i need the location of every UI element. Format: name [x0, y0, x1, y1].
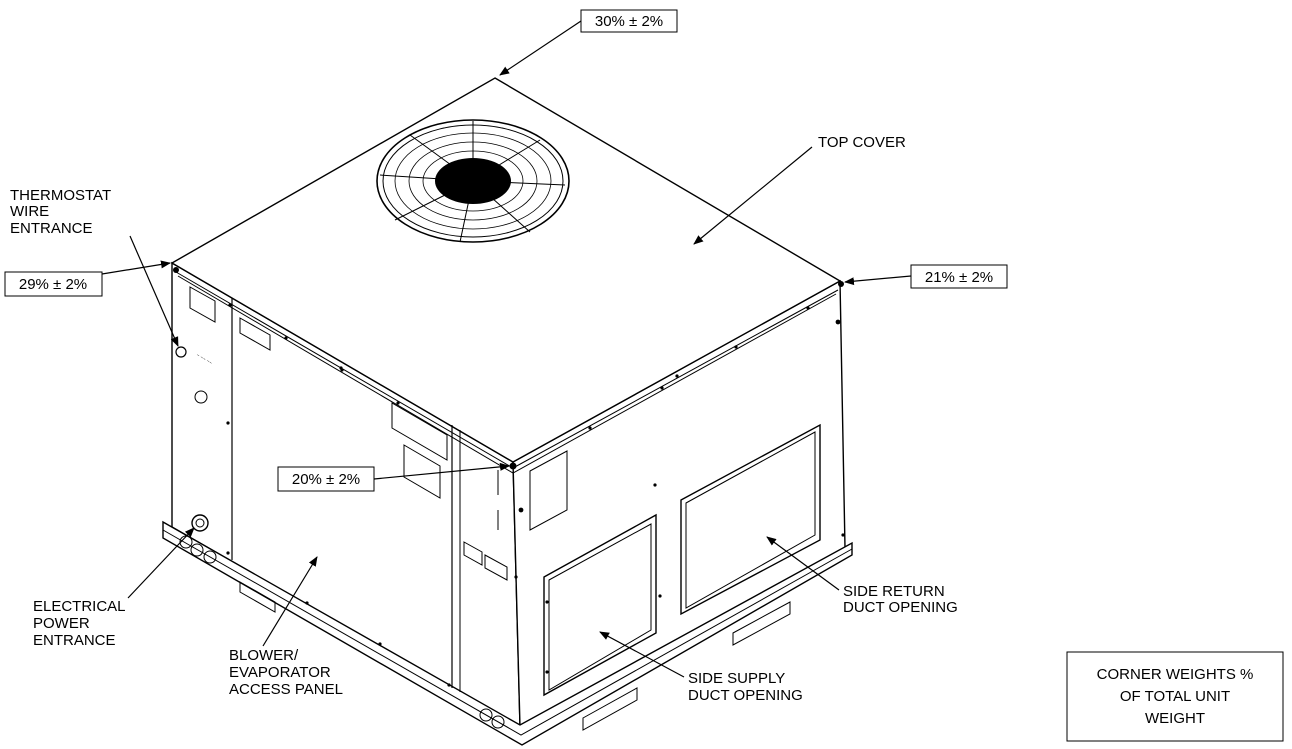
electrical-label-line2: POWER [33, 615, 90, 632]
blower-label-line2: EVAPORATOR [229, 664, 331, 681]
electrical-label-line3: ENTRANCE [33, 632, 116, 649]
top-cover-label: TOP COVER [818, 134, 906, 151]
blower-label-line1: BLOWER/ [229, 647, 299, 664]
legend-line3: WEIGHT [1145, 710, 1205, 727]
label-thermostat-wire-entrance: THERMOSTAT WIRE ENTRANCE [10, 187, 179, 347]
side-return-label-line2: DUCT OPENING [843, 599, 958, 616]
blower-label-line3: ACCESS PANEL [229, 681, 343, 698]
thermostat-label-line3: ENTRANCE [10, 220, 93, 237]
legend-line2: OF TOTAL UNIT [1120, 688, 1230, 705]
thermostat-wire-entrance [175, 346, 187, 358]
side-supply-duct-opening [543, 513, 657, 697]
callout-right-corner: 21% ± 2% [844, 264, 1008, 289]
corner-weights-legend: CORNER WEIGHTS % OF TOTAL UNIT WEIGHT [1066, 651, 1284, 742]
side-return-label-line1: SIDE RETURN [843, 583, 945, 600]
front-corner-weight: 20% ± 2% [292, 471, 360, 488]
side-return-duct-opening [680, 423, 821, 616]
right-corner-weight: 21% ± 2% [925, 269, 993, 286]
unit-base-rail [162, 520, 853, 746]
right-face-plate [529, 450, 568, 531]
electrical-power-entrance [191, 514, 209, 532]
callout-top-corner: 30% ± 2% [499, 9, 678, 76]
side-supply-label-line1: SIDE SUPPLY [688, 670, 785, 687]
fan-motor-hub [435, 158, 511, 204]
unit-top-cover [170, 77, 842, 463]
legend-line1: CORNER WEIGHTS % [1097, 666, 1254, 683]
unit-body: ~ ~~ ~~ [162, 77, 853, 746]
condenser-fan-grille [376, 119, 570, 243]
label-blower-access-panel: BLOWER/ EVAPORATOR ACCESS PANEL [229, 556, 343, 698]
side-supply-label-line2: DUCT OPENING [688, 687, 803, 704]
top-corner-weight: 30% ± 2% [595, 13, 663, 30]
label-side-return-duct: SIDE RETURN DUCT OPENING [766, 536, 958, 616]
callout-left-corner: 29% ± 2% [4, 260, 171, 297]
left-corner-weight: 29% ± 2% [19, 276, 87, 293]
electrical-label-line1: ELECTRICAL [33, 598, 126, 615]
label-top-cover: TOP COVER [693, 134, 906, 245]
label-electrical-power-entrance: ELECTRICAL POWER ENTRANCE [33, 527, 195, 649]
callout-front-corner: 20% ± 2% [277, 462, 510, 492]
thermostat-label-line1: THERMOSTAT [10, 187, 111, 204]
thermostat-label-line2: WIRE [10, 203, 49, 220]
label-side-supply-duct: SIDE SUPPLY DUCT OPENING [599, 631, 803, 704]
